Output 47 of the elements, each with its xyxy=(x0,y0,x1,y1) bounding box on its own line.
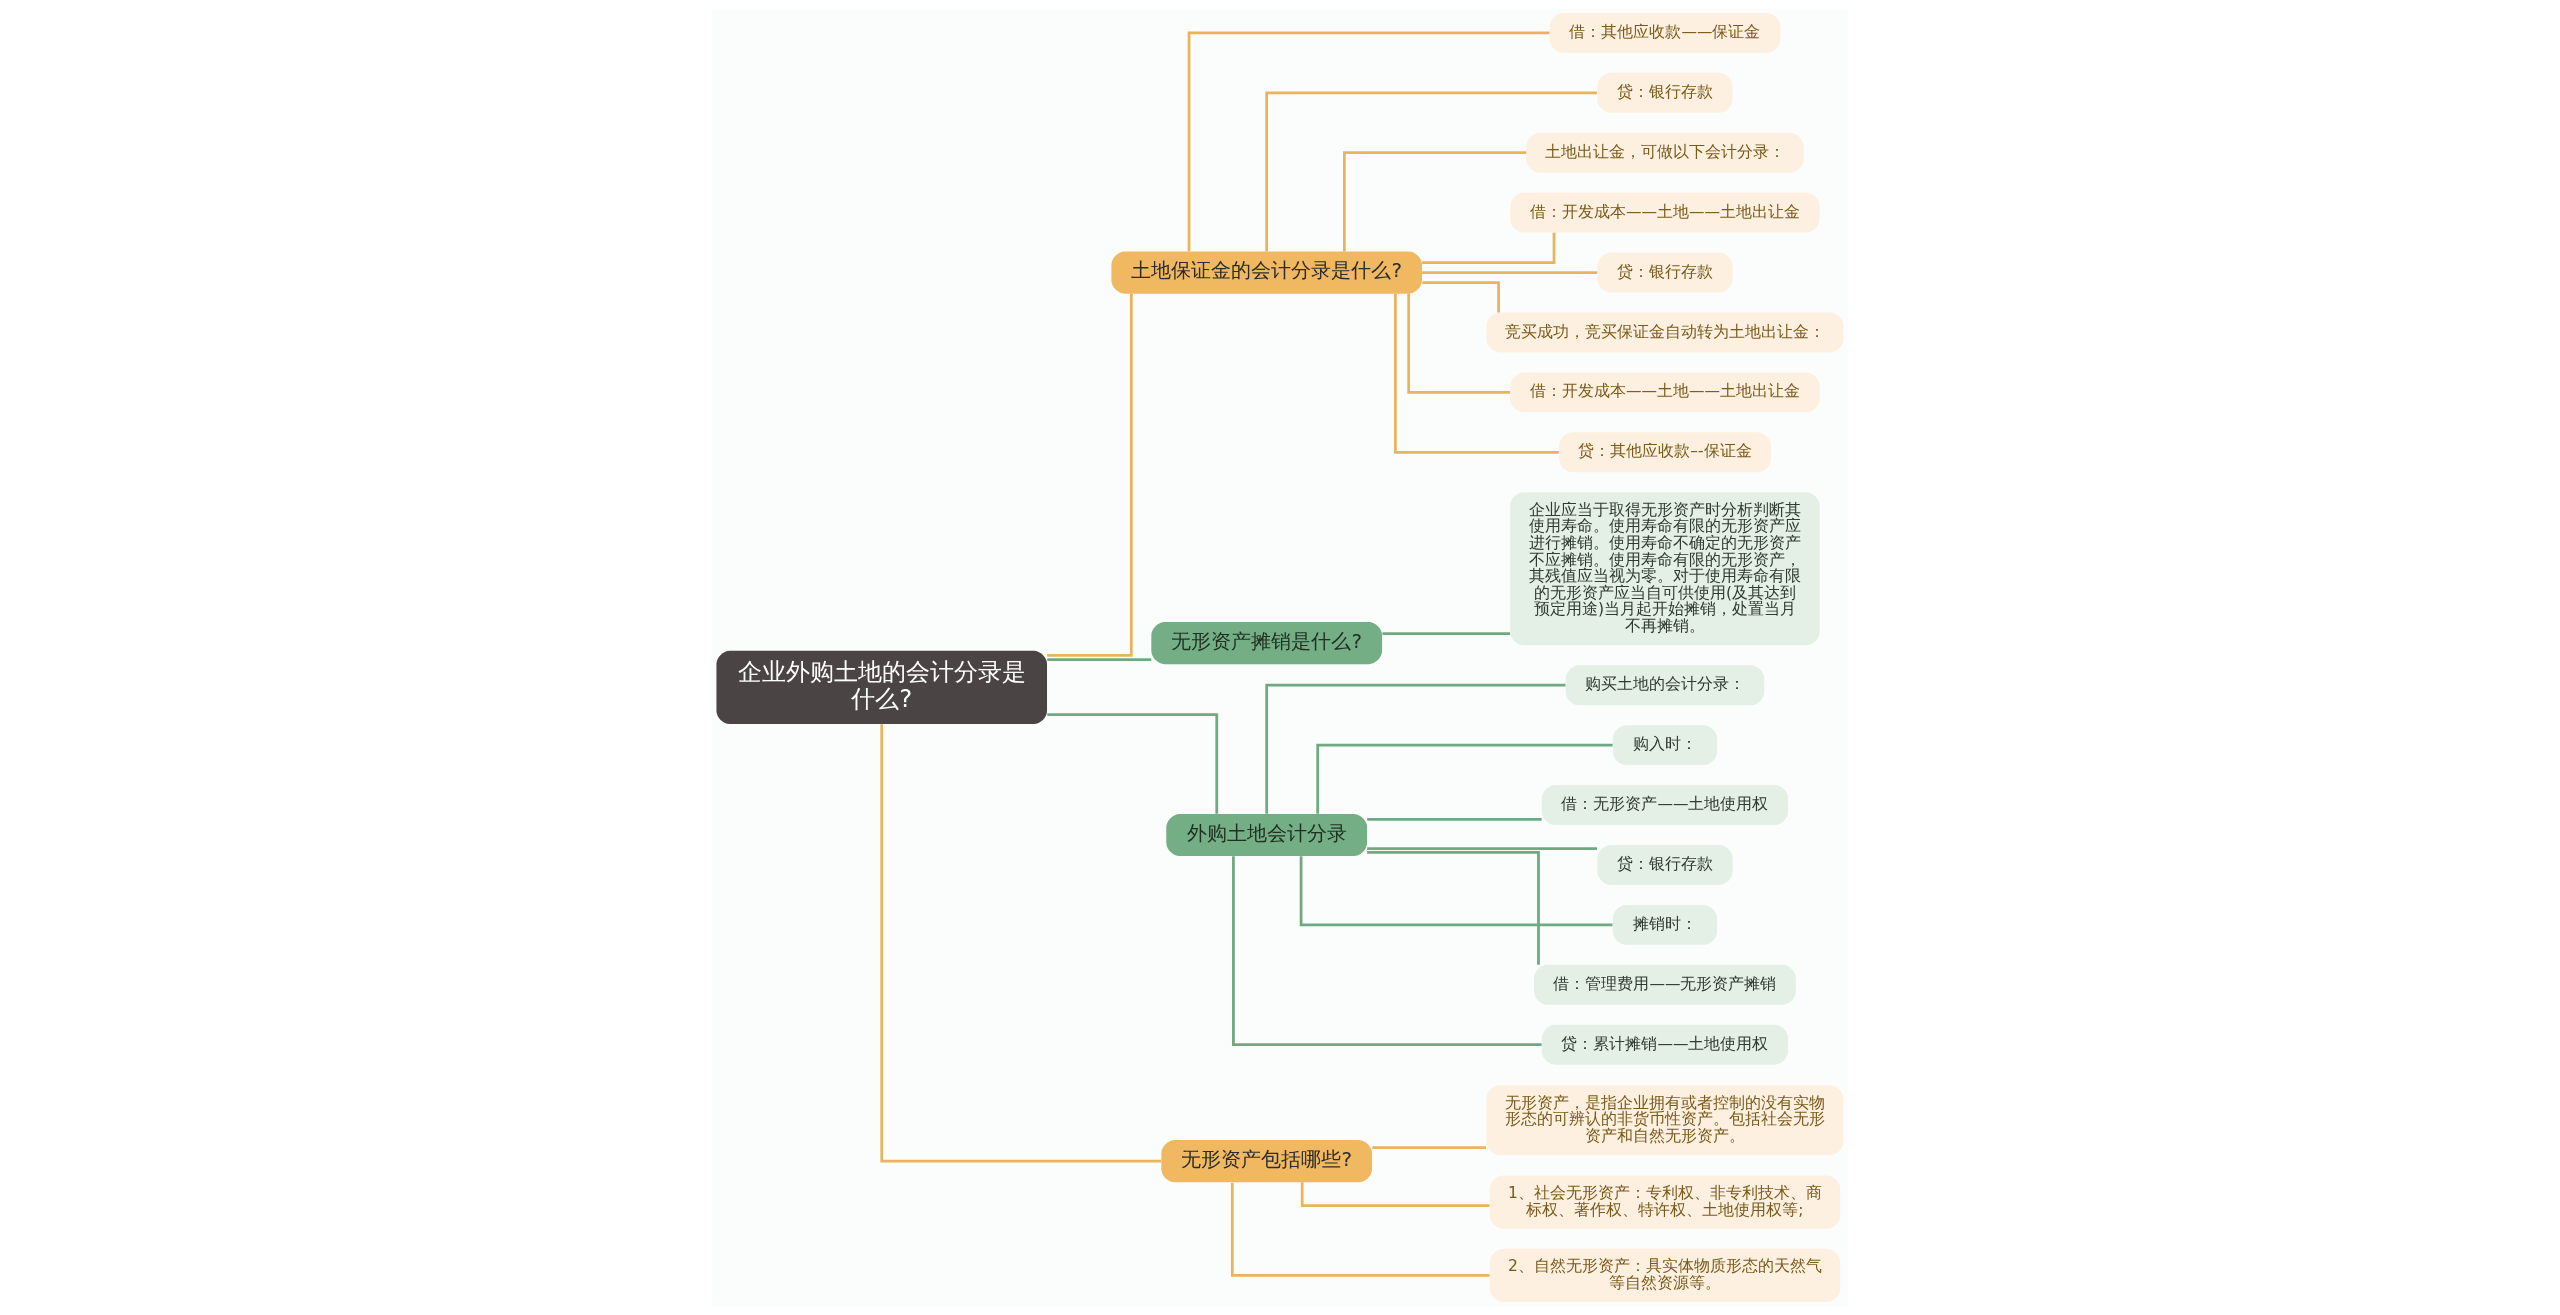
node-box: 贷：银行存款 xyxy=(1597,72,1733,113)
connector xyxy=(1367,818,1542,821)
node-box: 借：开发成本——土地——土地出让金 xyxy=(1510,372,1820,413)
node-box: 借：无形资产——土地使用权 xyxy=(1541,785,1789,825)
connector xyxy=(1422,232,1556,264)
connector xyxy=(1382,632,1510,636)
connector xyxy=(1047,293,1133,657)
connector xyxy=(1265,683,1566,814)
connector xyxy=(880,724,1161,1163)
node-box: 无形资产，是指企业拥有或者控制的没有实物形态的可辨认的非货币性资产。包括社会无形资产和自然无形资产。 xyxy=(1486,1085,1844,1156)
node-box: 1、社会无形资产：专利权、非专利技术、商标权、著作权、特许权、土地使用权等; xyxy=(1489,1175,1841,1229)
node-box: 摊销时： xyxy=(1612,904,1718,945)
node-box: 2、自然无形资产：具实体物质形态的天然气等自然资源等。 xyxy=(1489,1248,1841,1303)
connector xyxy=(1422,271,1598,274)
connector xyxy=(1187,31,1550,252)
node-box: 土地出让金，可做以下会计分录： xyxy=(1526,132,1804,173)
node-box: 企业应当于取得无形资产时分析判断其使用寿命。使用寿命有限的无形资产应进行摊销。使用寿命不确定的无形资产不应摊销。使用寿命有限的无形资产，其残值应当视为零。对于使用寿命有限的无形资产应当自可供使用(及其达到预定用途)当月起开始摊销，处置当月不再摊销。 xyxy=(1510,492,1820,646)
node-box: 借：管理费用——无形资产摊销 xyxy=(1534,964,1796,1005)
node-box: 贷：其他应收款–-保证金 xyxy=(1559,432,1771,473)
connector xyxy=(1232,856,1542,1047)
connector xyxy=(1265,91,1597,252)
connector xyxy=(1047,713,1219,814)
connector xyxy=(1407,293,1510,394)
connector xyxy=(1230,1182,1490,1277)
connector xyxy=(1422,281,1500,313)
connector xyxy=(1372,1146,1486,1149)
node-box: 无形资产摊销是什么? xyxy=(1151,622,1383,665)
node-box: 外购土地会计分录 xyxy=(1166,813,1368,857)
node-box: 购买土地的会计分录： xyxy=(1565,665,1765,706)
node-box: 竞买成功，竞买保证金自动转为土地出让金： xyxy=(1486,312,1844,353)
connector xyxy=(1367,847,1598,851)
node-box: 贷：累计摊销——土地使用权 xyxy=(1541,1024,1789,1065)
connector xyxy=(1342,151,1527,252)
node-box: 贷：银行存款 xyxy=(1597,845,1733,885)
connector xyxy=(1300,1182,1490,1207)
connector xyxy=(1299,856,1613,927)
connector xyxy=(1394,293,1559,454)
node-box: 土地保证金的会计分录是什么? xyxy=(1111,251,1422,294)
node-box: 无形资产包括哪些? xyxy=(1161,1140,1373,1183)
node-box: 贷：银行存款 xyxy=(1597,252,1733,293)
connector xyxy=(1316,743,1613,814)
node-box: 借：其他应收款——保证金 xyxy=(1549,12,1781,53)
connector xyxy=(1367,851,1540,965)
connector xyxy=(1047,658,1152,662)
node-box: 企业外购土地的会计分录是什么? xyxy=(716,650,1048,725)
node-box: 借：开发成本——土地——土地出让金 xyxy=(1510,192,1820,233)
node-box: 购入时： xyxy=(1612,725,1718,766)
